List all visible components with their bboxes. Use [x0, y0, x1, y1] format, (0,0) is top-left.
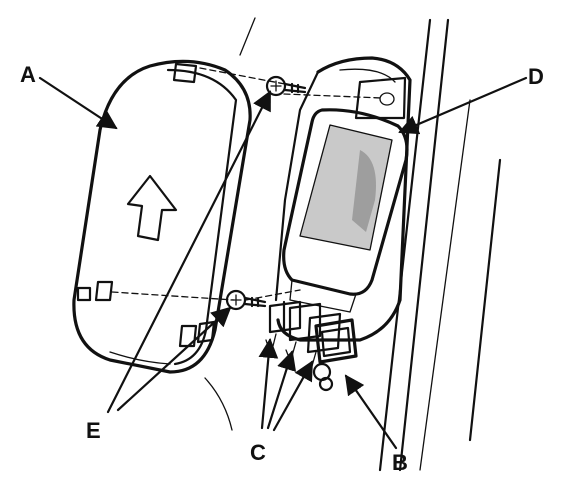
upper-screw — [265, 75, 307, 97]
main-connector — [312, 318, 358, 392]
control-unit — [282, 108, 409, 313]
callout-c: C — [250, 440, 266, 465]
callout-e: E — [86, 418, 101, 443]
callout-b: B — [392, 450, 408, 475]
pillar-edge-lines — [204, 17, 502, 472]
connectors — [265, 300, 342, 367]
cover-panel — [72, 59, 252, 374]
callout-d: D — [528, 64, 544, 89]
callout-a: A — [20, 62, 36, 87]
mounting-bracket — [274, 56, 412, 342]
leader-lines — [38, 76, 528, 450]
alignment-lines — [111, 67, 383, 301]
